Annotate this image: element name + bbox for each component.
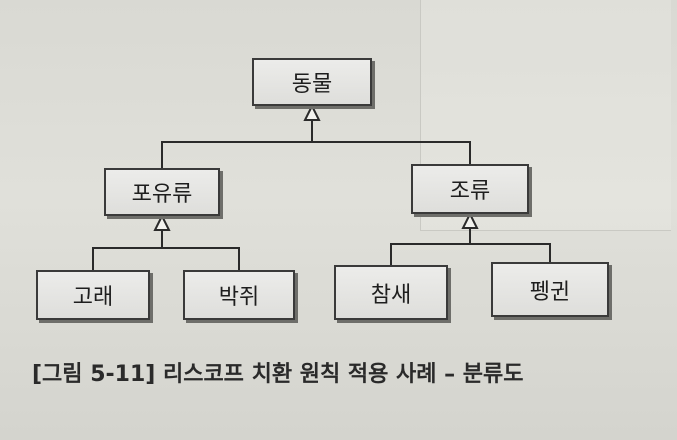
node-label: 동물 (291, 72, 333, 97)
node-bird: 조류 (411, 164, 529, 214)
node-bat: 박쥐 (183, 270, 295, 320)
node-label: 펭귄 (529, 279, 571, 305)
edge-mammal-to-animal (161, 141, 471, 168)
node-label: 박쥐 (218, 285, 260, 310)
inheritance-arrow-bird (461, 211, 479, 229)
node-whale: 고래 (36, 270, 150, 320)
inheritance-arrow-mammal (153, 213, 171, 231)
edge-whale-bat-to-mammal (92, 247, 240, 270)
node-label: 조류 (449, 179, 491, 204)
node-penguin: 펭귄 (491, 262, 609, 317)
figure-caption: [그림 5-11] 리스코프 치환 원칙 적용 사례 – 분류도 (32, 362, 524, 387)
node-mammal: 포유류 (104, 168, 220, 216)
node-label: 포유류 (131, 182, 193, 207)
inheritance-arrow-animal (303, 103, 321, 121)
node-animal: 동물 (252, 58, 372, 106)
node-sparrow: 참새 (334, 265, 448, 320)
node-label: 참새 (370, 282, 412, 308)
node-label: 고래 (72, 285, 114, 310)
